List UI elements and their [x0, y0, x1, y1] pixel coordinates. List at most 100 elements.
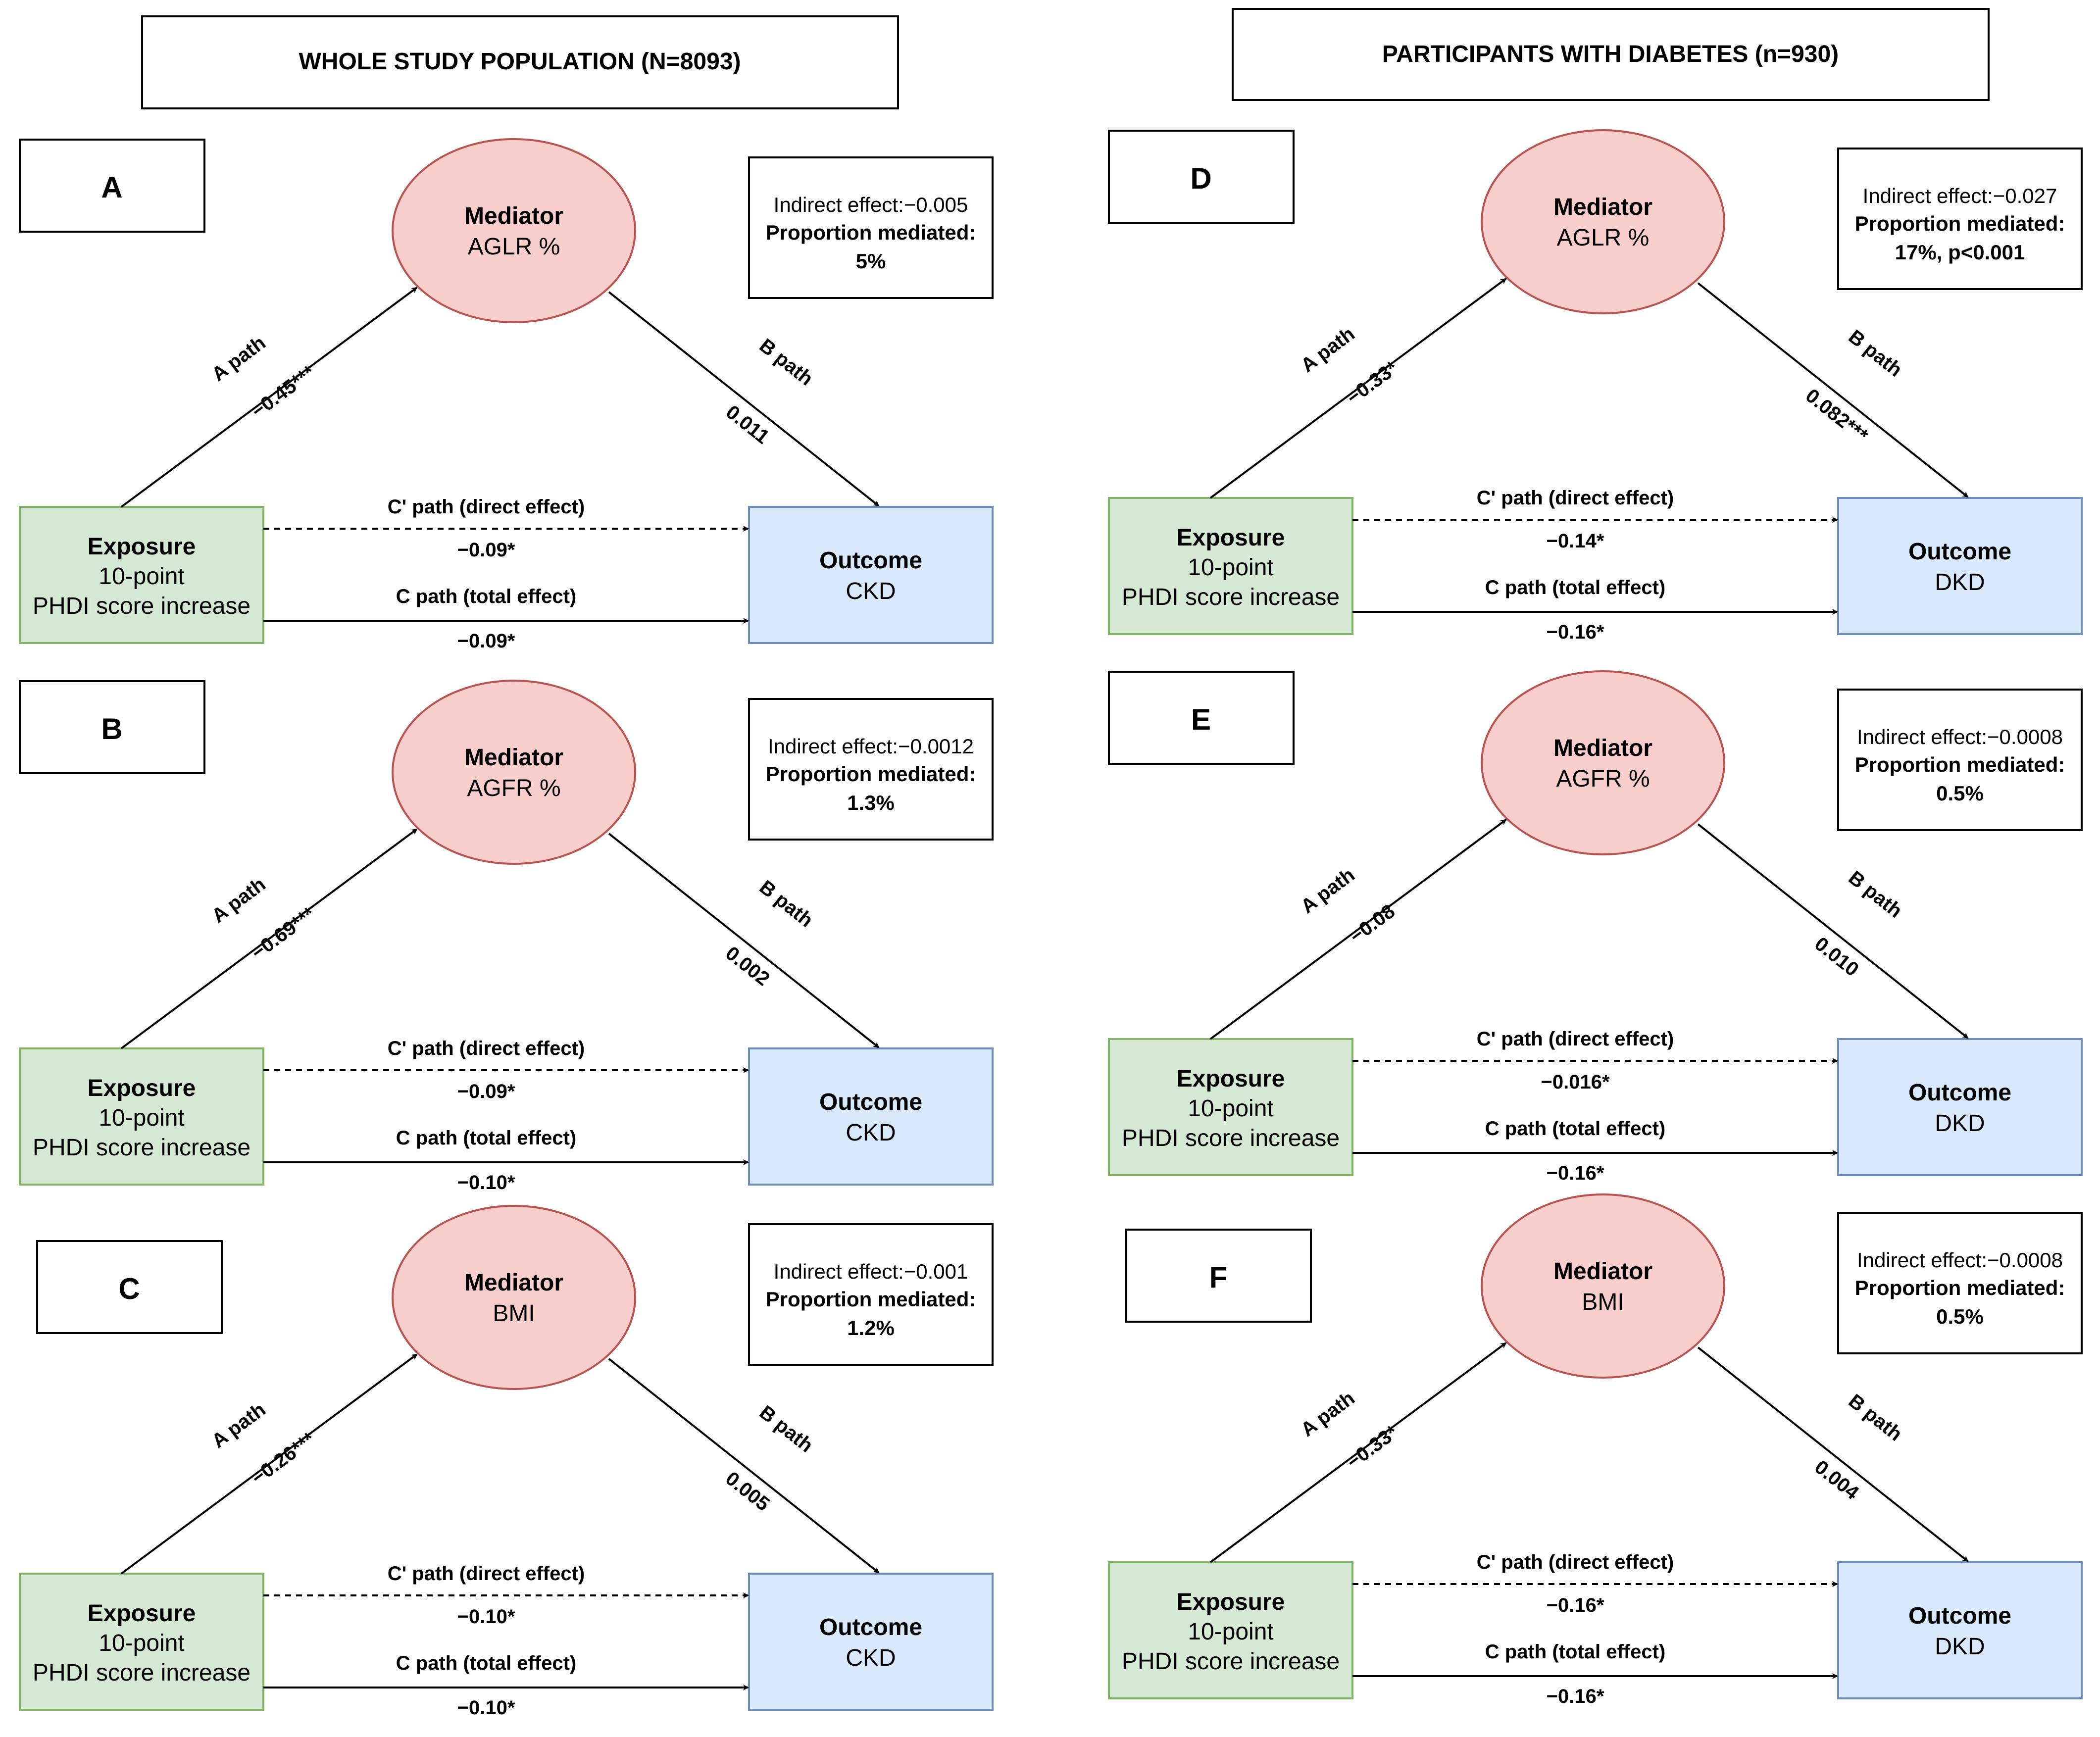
b-path-arrow	[1697, 282, 1969, 498]
exposure-title: Exposure	[88, 1600, 196, 1627]
panel-letter: B	[101, 712, 122, 745]
a-path-label: A path	[208, 332, 270, 386]
c-prime-path-label: C' path (direct effect)	[1477, 1028, 1674, 1050]
b-path-arrow	[1697, 1346, 1969, 1562]
outcome-name: CKD	[846, 578, 896, 604]
panel-letter-box: D	[1108, 130, 1295, 224]
indirect-effect-value: Indirect effect:−0.001	[774, 1260, 968, 1283]
panel-letter: F	[1209, 1261, 1228, 1294]
outcome-title: Outcome	[819, 1614, 922, 1640]
outcome-name: CKD	[846, 1645, 896, 1671]
mediator-name: BMI	[493, 1300, 535, 1327]
outcome-name: DKD	[1935, 1634, 1985, 1660]
b-path-coef: 0.005	[721, 1467, 774, 1515]
panel-letter-box: B	[19, 680, 205, 774]
b-path-coef: 0.002	[721, 942, 774, 990]
a-path-coef: −0.26***	[248, 1428, 319, 1489]
proportion-mediated-value: 1.2%	[847, 1316, 895, 1340]
proportion-mediated-label: Proportion mediated:	[766, 221, 976, 244]
c-prime-path-label: C' path (direct effect)	[388, 1038, 585, 1059]
exposure-line2: PHDI score increase	[33, 593, 250, 619]
exposure-line2: PHDI score increase	[1122, 1125, 1340, 1151]
b-path-coef: 0.011	[722, 401, 773, 448]
c-total-path-coef: −0.09*	[457, 630, 515, 652]
c-total-path-label: C path (total effect)	[1485, 1641, 1665, 1663]
exposure-title: Exposure	[1177, 525, 1285, 551]
c-total-path-label: C path (total effect)	[1485, 1118, 1665, 1140]
proportion-mediated-label: Proportion mediated:	[1855, 212, 2065, 235]
outcome-title: Outcome	[1908, 1080, 2011, 1106]
proportion-mediated-value: 0.5%	[1936, 1305, 1984, 1328]
mediator-title: Mediator	[464, 744, 563, 771]
outcome-title: Outcome	[819, 547, 922, 574]
c-total-path-label: C path (total effect)	[396, 586, 576, 607]
c-total-path-coef: −0.16*	[1547, 1162, 1604, 1184]
b-path-label: B path	[755, 335, 817, 390]
b-path-label: B path	[1845, 1390, 1906, 1445]
mediator-name: AGFR %	[467, 775, 560, 801]
a-path-coef: −0.08	[1346, 900, 1399, 948]
exposure-title: Exposure	[88, 1075, 196, 1101]
outcome-name: DKD	[1935, 1110, 1985, 1137]
c-total-path-label: C path (total effect)	[396, 1652, 576, 1674]
header-diabetes-text: PARTICIPANTS WITH DIABETES (n=930)	[1382, 41, 1839, 67]
c-prime-path-label: C' path (direct effect)	[388, 1563, 585, 1585]
outcome-name: DKD	[1935, 569, 1985, 596]
outcome-title: Outcome	[1908, 1603, 2011, 1629]
b-path-label: B path	[1845, 867, 1906, 922]
a-path-arrow	[120, 287, 418, 508]
exposure-line1: 10-point	[99, 1630, 184, 1656]
c-total-path-coef: −0.10*	[457, 1697, 515, 1719]
exposure-line2: PHDI score increase	[33, 1660, 250, 1686]
exposure-title: Exposure	[1177, 1589, 1285, 1615]
proportion-mediated-label: Proportion mediated:	[766, 1288, 976, 1311]
header-whole-population-text: WHOLE STUDY POPULATION (N=8093)	[299, 49, 741, 75]
indirect-effect-value: Indirect effect:−0.0012	[768, 735, 974, 758]
exposure-line1: 10-point	[1188, 1619, 1273, 1645]
exposure-line2: PHDI score increase	[1122, 584, 1340, 610]
proportion-mediated-label: Proportion mediated:	[1855, 1276, 2065, 1299]
exposure-line2: PHDI score increase	[1122, 1648, 1340, 1675]
proportion-mediated-value: 0.5%	[1936, 782, 1984, 805]
exposure-line1: 10-point	[1188, 1095, 1273, 1122]
mediator-name: AGLR %	[1557, 225, 1650, 251]
c-total-path-coef: −0.10*	[457, 1172, 515, 1193]
a-path-arrow	[1209, 819, 1507, 1040]
c-prime-path-coef: −0.16*	[1547, 1594, 1604, 1616]
exposure-title: Exposure	[88, 534, 196, 560]
outcome-title: Outcome	[1908, 539, 2011, 565]
a-path-label: A path	[1297, 323, 1359, 377]
exposure-line1: 10-point	[99, 563, 184, 590]
panel-letter-box: A	[19, 139, 205, 233]
a-path-label: A path	[208, 873, 270, 927]
b-path-arrow	[608, 291, 880, 507]
a-path-label: A path	[208, 1398, 270, 1452]
proportion-mediated-value: 17%, p<0.001	[1895, 241, 2025, 264]
c-prime-path-coef: −0.09*	[457, 539, 515, 561]
b-path-label: B path	[755, 1401, 817, 1457]
b-path-arrow	[608, 1358, 880, 1574]
mediator-title: Mediator	[464, 1270, 563, 1296]
